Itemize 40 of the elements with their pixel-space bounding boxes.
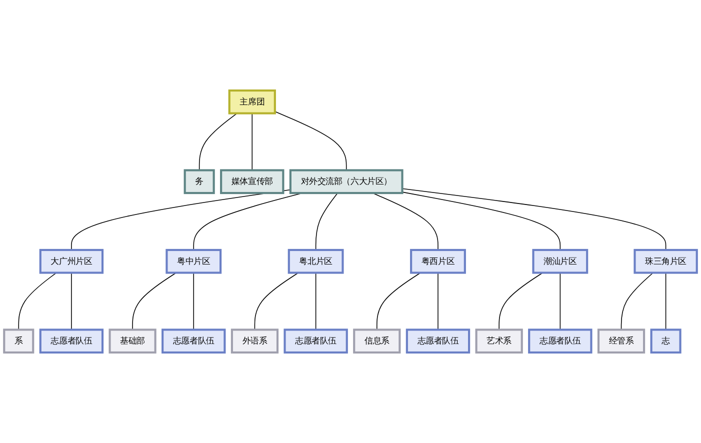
connector <box>71 272 72 330</box>
node-box: 志 <box>650 328 682 354</box>
connector <box>315 192 338 250</box>
connector <box>193 272 194 330</box>
node-box: 对外交流部（六大片区） <box>289 169 404 194</box>
node-box: 志愿者队伍 <box>284 328 348 354</box>
connector <box>402 188 666 250</box>
connector <box>498 272 544 330</box>
node-box: 信息系 <box>353 328 401 354</box>
connector <box>560 272 561 330</box>
connector <box>252 112 253 171</box>
node-box: 外语系 <box>230 328 279 354</box>
node-box: 志愿者队伍 <box>528 328 592 354</box>
connector <box>665 272 666 330</box>
node-box: 大广州片区 <box>39 248 104 274</box>
connector <box>254 272 299 330</box>
connector <box>376 272 421 330</box>
node-box: 艺术系 <box>475 328 523 354</box>
connector <box>18 272 57 330</box>
node-box: 志愿者队伍 <box>406 328 470 354</box>
node-box: 志愿者队伍 <box>39 328 104 354</box>
node-box: 珠三角片区 <box>634 248 698 274</box>
node-box: 经管系 <box>597 328 646 354</box>
node-box: 潮汕片区 <box>532 248 588 274</box>
connector <box>132 272 177 330</box>
node-box: 务 <box>184 169 215 194</box>
connector <box>274 111 347 171</box>
node-box: 主席团 <box>228 89 276 114</box>
node-box: 粤北片区 <box>288 248 344 274</box>
node-box: 基础部 <box>108 328 156 354</box>
node-box: 粤中片区 <box>166 248 222 274</box>
connector <box>71 189 291 250</box>
connector <box>402 192 561 250</box>
connector <box>315 272 316 330</box>
node-box: 系 <box>3 328 34 354</box>
connector <box>198 112 238 171</box>
node-box: 媒体宣传部 <box>220 169 284 194</box>
node-box: 志愿者队伍 <box>162 328 226 354</box>
connector <box>620 272 654 330</box>
node-box: 粤西片区 <box>410 248 466 274</box>
